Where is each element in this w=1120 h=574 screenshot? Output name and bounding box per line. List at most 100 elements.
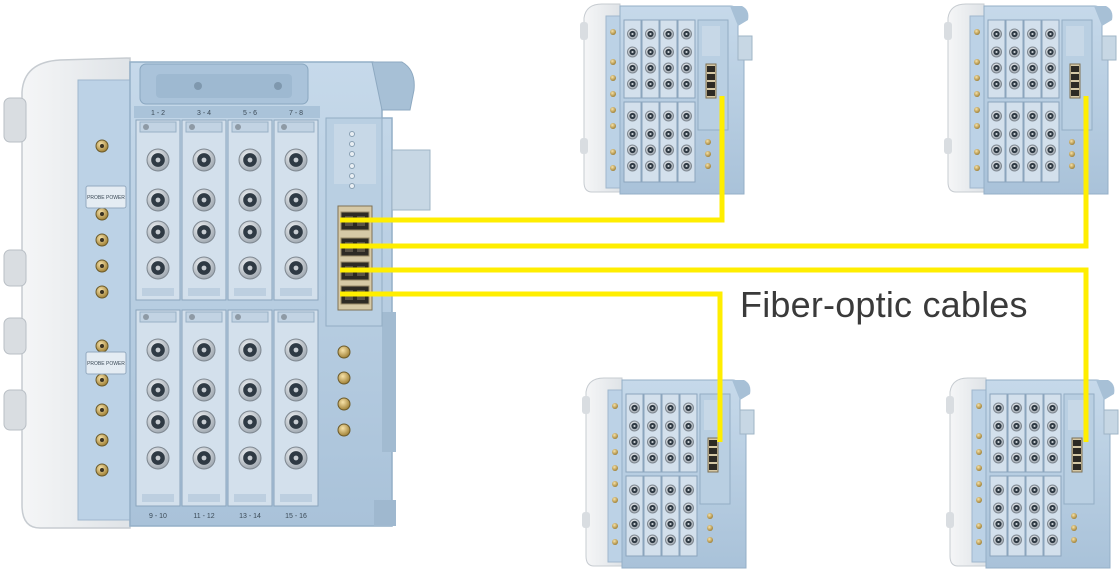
bnc-connector-icon	[284, 378, 308, 402]
bnc-pin	[1013, 148, 1016, 152]
bnc-pin	[1013, 82, 1016, 86]
remote-module	[643, 393, 662, 473]
bnc-connector-icon	[1027, 144, 1038, 156]
bnc-pin	[631, 164, 634, 168]
bnc-pin	[1049, 164, 1052, 168]
bnc-connector-icon	[627, 46, 638, 58]
bnc-pin	[687, 506, 690, 510]
bnc-connector-icon	[627, 62, 638, 74]
remote-module	[677, 19, 696, 99]
remote-aux-jack	[705, 151, 711, 157]
bnc-connector-icon	[1045, 62, 1056, 74]
module-foot	[280, 288, 312, 296]
remote-jack	[974, 59, 980, 65]
bnc-connector-icon	[1009, 128, 1020, 140]
bnc-pin	[667, 148, 670, 152]
bnc-connector-icon	[683, 436, 694, 448]
sfp-port-icon	[1071, 66, 1079, 72]
bnc-connector-icon	[627, 78, 638, 90]
bnc-connector-icon	[993, 436, 1004, 448]
module-foot	[188, 494, 220, 502]
bnc-pin	[997, 456, 1000, 460]
bnc-pin	[997, 506, 1000, 510]
remote-jack	[612, 465, 618, 471]
bnc-pin	[669, 440, 672, 444]
bnc-connector-icon	[665, 534, 676, 546]
bnc-pin	[1049, 82, 1052, 86]
bnc-connector-icon	[1009, 160, 1020, 172]
bnc-pin	[995, 114, 998, 118]
bnc-pin	[997, 440, 1000, 444]
bnc-connector-icon	[146, 446, 170, 470]
bnc-connector-icon	[645, 144, 656, 156]
bnc-pin	[1031, 132, 1034, 136]
bnc-pin	[649, 164, 652, 168]
bnc-pin	[1015, 424, 1018, 428]
bnc-connector-icon	[647, 420, 658, 432]
bnc-pin	[247, 265, 253, 271]
bnc-pin	[1013, 50, 1016, 54]
bnc-pin	[633, 538, 636, 542]
bnc-connector-icon	[284, 220, 308, 244]
bnc-connector-icon	[993, 452, 1004, 464]
bnc-connector-icon	[665, 436, 676, 448]
bnc-connector-icon	[1009, 62, 1020, 74]
bnc-pin	[1033, 538, 1036, 542]
bnc-pin	[651, 440, 654, 444]
bnc-connector-icon	[627, 128, 638, 140]
remote-module	[661, 475, 680, 557]
bnc-pin	[651, 488, 654, 492]
module-latch	[139, 121, 177, 133]
bnc-connector-icon	[1029, 452, 1040, 464]
module-screw	[189, 314, 195, 320]
bnc-connector-icon	[647, 534, 658, 546]
bnc-pin	[201, 347, 207, 353]
bnc-connector-icon	[1011, 420, 1022, 432]
bnc-connector-icon	[192, 220, 216, 244]
bnc-pin	[155, 197, 161, 203]
remote-bumper	[1094, 6, 1113, 26]
bnc-pin	[649, 50, 652, 54]
sfp-port-icon	[707, 74, 715, 80]
remote-jack	[976, 465, 982, 471]
cable-4	[340, 291, 723, 442]
bnc-connector-icon	[146, 378, 170, 402]
remote-side-strip	[971, 389, 987, 563]
probe-jack-pin	[100, 238, 104, 242]
bnc-pin	[1031, 66, 1034, 70]
bnc-connector-icon	[284, 188, 308, 212]
bnc-connector-icon	[146, 148, 170, 172]
bnc-connector-icon	[284, 148, 308, 172]
remote-module	[641, 19, 660, 99]
remote-bumper	[730, 6, 749, 26]
bnc-connector-icon	[1029, 502, 1040, 514]
sfp-port-icon	[709, 464, 717, 470]
bnc-connector-icon	[1027, 160, 1038, 172]
remote-jack	[610, 149, 616, 155]
bnc-connector-icon	[192, 378, 216, 402]
bnc-pin	[651, 522, 654, 526]
bnc-pin	[633, 488, 636, 492]
bnc-connector-icon	[663, 128, 674, 140]
bnc-connector-icon	[645, 128, 656, 140]
bnc-pin	[201, 455, 207, 461]
bnc-pin	[669, 522, 672, 526]
bnc-connector-icon	[1029, 518, 1040, 530]
bnc-connector-icon	[238, 410, 262, 434]
module-latch	[277, 121, 315, 133]
bnc-pin	[247, 157, 253, 163]
remote-jack	[610, 165, 616, 171]
bnc-connector-icon	[663, 110, 674, 122]
bnc-connector-icon	[647, 518, 658, 530]
remote-jack	[976, 539, 982, 545]
bnc-connector-icon	[1011, 534, 1022, 546]
bnc-pin	[1049, 50, 1052, 54]
bnc-connector-icon	[627, 110, 638, 122]
bnc-connector-icon	[665, 420, 676, 432]
remote-jack	[612, 433, 618, 439]
remote-knob	[580, 22, 588, 40]
bnc-pin	[201, 157, 207, 163]
bnc-pin	[685, 66, 688, 70]
module-screw	[281, 124, 287, 130]
